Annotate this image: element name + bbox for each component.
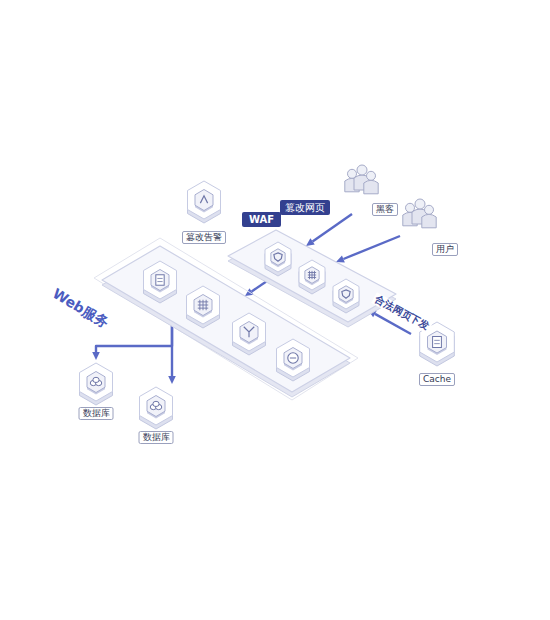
person-figure (364, 171, 378, 194)
person-figure (422, 205, 436, 228)
hex-tile-icon (188, 181, 221, 223)
hex-tile-icon (265, 242, 291, 276)
tile-label: Cache (419, 373, 455, 386)
connector-line (313, 214, 352, 241)
actor-label: 用户 (432, 243, 458, 256)
service-tile: 篡改告警 (168, 176, 240, 244)
actor-label: 黑客 (372, 203, 398, 216)
tile-label: 数据库 (139, 431, 174, 444)
zone-title: Web服务 (50, 285, 112, 331)
flow-connector (306, 214, 352, 246)
hex-tile-icon (277, 339, 310, 381)
flow-connector (168, 321, 176, 384)
connector-line (343, 236, 400, 259)
arrow-head (92, 352, 100, 360)
service-tile: 数据库 (128, 384, 184, 444)
tile-label: 篡改告警 (182, 231, 226, 244)
edge-label: 篡改网页 (280, 200, 330, 215)
hex-tile-icon (140, 387, 173, 429)
connector-line (96, 321, 172, 352)
band-outline (102, 246, 350, 392)
zone-tag: WAF (242, 212, 281, 227)
edge-label: 合法网页下发 (372, 292, 434, 334)
hex-tile-icon (187, 286, 220, 328)
actor-group: 用户 (398, 200, 458, 256)
connector-line (171, 321, 173, 376)
service-tile: 数据库 (70, 360, 122, 420)
hex-tile-icon (299, 260, 325, 294)
arrow-head (168, 376, 176, 384)
tile-label: 数据库 (79, 407, 114, 420)
actor-group: 黑客 (338, 168, 398, 216)
hex-tile-icon (333, 279, 359, 313)
hex-tile-icon (233, 313, 266, 355)
flow-connector (336, 236, 400, 263)
hex-tile-icon (80, 363, 113, 405)
service-tile: Cache (405, 318, 469, 386)
hex-tile-icon (144, 261, 177, 303)
band-frame (94, 238, 358, 400)
